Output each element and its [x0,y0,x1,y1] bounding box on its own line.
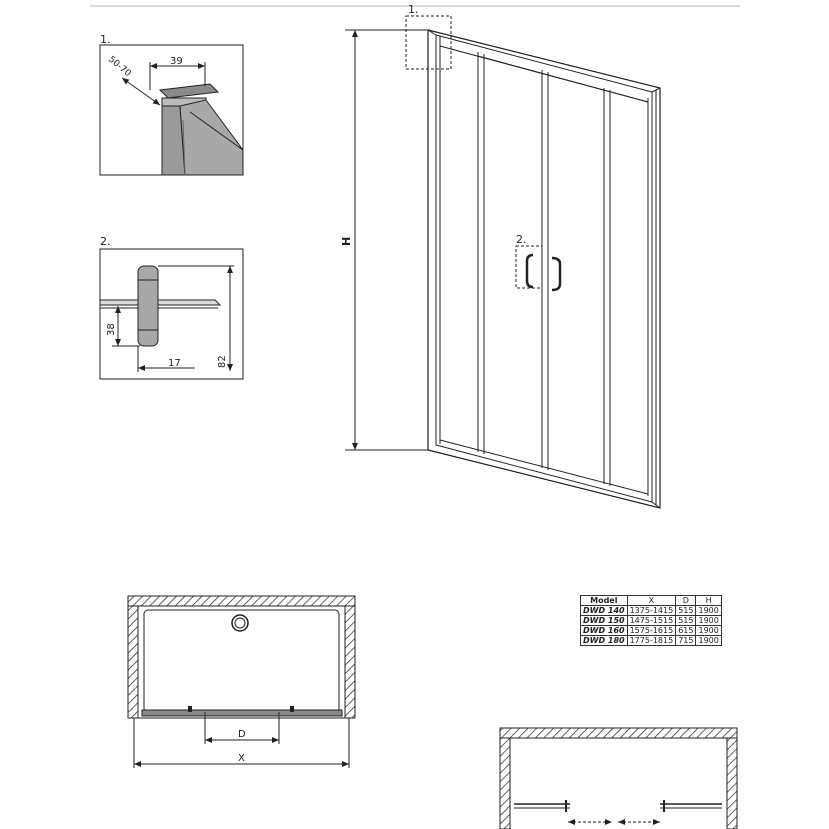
cell-x: 1375-1415 [626,605,677,616]
door-elevation: H 1. 2. [340,3,661,509]
handle-left [525,253,534,289]
callout-2-label: 2. [516,233,527,246]
dim-82: 82 [217,355,228,368]
table-row: DWD 140 1375-1415 515 1900 [580,605,722,616]
dim-17: 17 [168,358,181,369]
height-label: H [340,237,353,246]
cell-h: 1900 [695,605,722,616]
drain-icon [231,614,249,632]
cell-d: 715 [675,635,697,646]
cell-x: 1775-1815 [626,635,677,646]
plan-view-2 [499,727,738,829]
profile-section [158,83,244,176]
handle-section [137,265,159,347]
handle-right [551,256,562,292]
cell-x: 1475-1515 [626,615,677,626]
cell-d: 615 [675,625,697,636]
cell-d: 515 [675,605,697,616]
plan-dim-d: D [238,729,246,740]
cell-h: 1900 [695,615,722,626]
table-header-row: Model X D H [580,595,722,606]
door-panels [439,36,649,496]
header-d: D [675,595,697,606]
callout-1-label: 1. [408,3,419,16]
dim-39: 39 [170,56,183,67]
cell-h: 1900 [695,625,722,636]
table-row: DWD 160 1575-1615 615 1900 [580,625,722,636]
cell-h: 1900 [695,635,722,646]
callout-box-1 [405,15,452,70]
header-x: X [626,595,677,606]
cell-model: DWD 180 [580,635,628,646]
table-row: DWD 180 1775-1815 715 1900 [580,635,722,646]
dim-38: 38 [106,323,117,336]
spec-table: Model X D H DWD 140 1375-1415 515 1900 D… [580,595,722,646]
detail-1: 1. 39 50-70 [99,33,244,176]
header-h: H [695,595,722,606]
plan-dim-x: X [238,753,245,764]
table-row: DWD 150 1475-1515 515 1900 [580,615,722,626]
plan-view: D X [127,595,356,768]
detail-2: 2. 82 38 17 [99,235,244,380]
cell-x: 1575-1615 [626,625,677,636]
cell-d: 515 [675,615,697,626]
header-model: Model [580,595,628,606]
callout-box-2 [515,245,543,289]
detail-2-label: 2. [100,235,111,248]
cell-model: DWD 160 [580,625,628,636]
cell-model: DWD 150 [580,615,628,626]
detail-1-label: 1. [100,33,111,46]
cell-model: DWD 140 [580,605,628,616]
